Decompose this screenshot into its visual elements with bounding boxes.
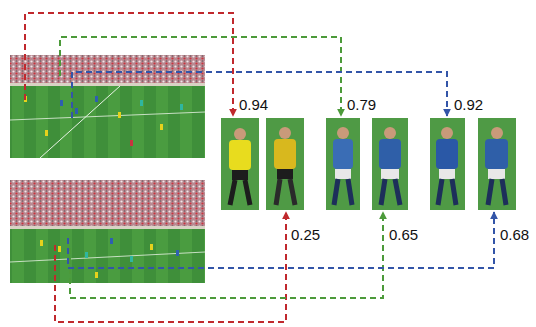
player-dot [130,140,133,146]
crop-ground [266,118,304,210]
player-shorts [335,169,351,179]
player-crop [430,118,465,210]
crowd-stand [10,55,205,83]
player-dot [140,100,143,106]
player-dot [95,272,98,278]
similarity-score: 0.92 [453,96,484,114]
match-line [68,212,494,268]
match-line [60,37,341,116]
player-dot [150,244,153,250]
player-dot [180,104,183,110]
player-legs [438,179,456,205]
player-shirt [485,139,508,169]
similarity-score: 0.65 [388,226,419,244]
match-line [25,13,233,116]
pitch [10,55,205,158]
player-shirt [333,139,353,169]
crop-ground [430,118,465,210]
player-crop [221,118,259,210]
crop-ground [326,118,360,210]
crop-ground [478,118,516,210]
player-head [491,127,503,139]
player-shirt [274,139,296,169]
player-crop [372,118,408,210]
similarity-score: 0.94 [238,96,269,114]
crowd-stand [10,180,205,226]
crop-ground [221,118,259,210]
matching-lines [25,13,494,322]
player-dot [130,256,133,262]
player-shirt [379,139,401,169]
player-dot [160,124,163,130]
pitch-line [10,252,205,262]
player-dot [75,108,78,114]
player-head [441,127,453,139]
similarity-score: 0.25 [290,226,321,244]
match-line [72,72,447,118]
player-dot [45,130,48,136]
player-shirt [229,140,251,170]
ad-board [10,83,205,86]
player-dot [60,100,63,106]
player-shirt [436,139,458,169]
player-crop [326,118,360,210]
ad-board [10,226,205,229]
player-shorts [488,169,505,179]
player-shorts [232,170,248,180]
player-legs [230,180,250,205]
similarity-score: 0.79 [346,96,377,114]
player-legs [488,179,506,205]
player-head [234,128,246,140]
player-head [279,127,291,139]
similarity-score: 0.68 [499,226,530,244]
stadium-frame-top [10,55,205,158]
pitch [10,180,205,283]
pitch-line [40,86,120,158]
player-legs [381,179,400,205]
match-line [70,212,383,298]
player-dot [95,96,98,102]
player-crop [266,118,304,210]
player-dot [40,240,43,246]
player-shorts [277,169,293,179]
player-dot [118,112,121,118]
player-shorts [381,169,399,179]
stadium-frame-bottom [10,180,205,283]
player-dot [110,238,113,244]
crop-ground [372,118,408,210]
player-head [384,127,396,139]
player-shorts [439,169,455,179]
player-legs [334,179,352,205]
pitch-line [10,112,205,120]
player-dot [176,250,179,256]
player-head [337,127,349,139]
player-crop [478,118,516,210]
player-legs [276,179,295,205]
player-dot [58,246,61,252]
player-dot [85,252,88,258]
